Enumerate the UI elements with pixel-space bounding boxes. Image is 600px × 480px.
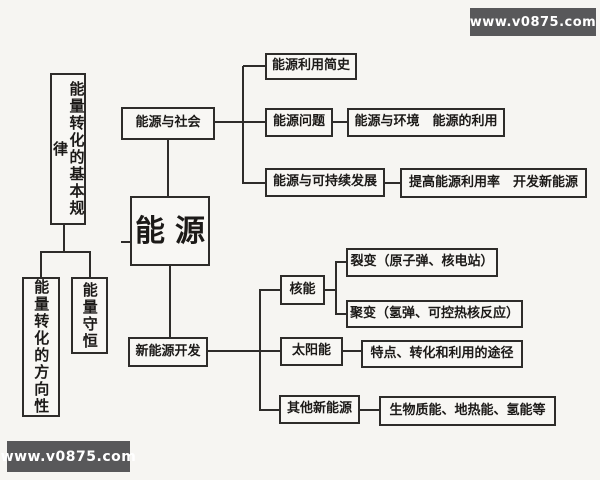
connector-line: [167, 140, 169, 196]
node-other-new-energy: 其他新能源: [279, 395, 360, 424]
node-energy-conservation: 能量守恒: [71, 277, 108, 354]
connector-line: [243, 65, 265, 67]
connector-line: [343, 350, 361, 352]
connector-line: [360, 409, 379, 411]
node-solar-energy: 太阳能: [280, 337, 343, 366]
connector-line: [259, 289, 280, 291]
node-energy-transformation-rule: 能量转化的基本规律: [50, 73, 86, 225]
connector-line: [325, 289, 336, 291]
node-energy-problems: 能源问题: [265, 108, 333, 137]
node-root-energy: 能源: [130, 196, 210, 266]
watermark-top-right: www.v0875.com: [470, 8, 596, 36]
node-nuclear-energy: 核能: [280, 275, 325, 305]
connector-line: [208, 350, 280, 352]
node-other-detail: 生物质能、地热能、氢能等: [379, 396, 556, 426]
connector-line: [335, 313, 346, 315]
connector-line: [335, 261, 337, 315]
node-sustainable-development: 能源与可持续发展: [265, 168, 385, 197]
node-fusion-detail: 聚变（氢弹、可控热核反应）: [346, 300, 523, 328]
connector-line: [215, 121, 265, 123]
connector-line: [259, 409, 279, 411]
node-directionality: 能量转化的方向性: [22, 277, 60, 417]
node-energy-problems-detail: 能源与环境 能源的利用: [347, 108, 505, 137]
node-fission-detail: 裂变（原子弹、核电站）: [346, 248, 498, 277]
watermark-bottom-left: www.v0875.com: [1, 441, 136, 472]
connector-line: [259, 289, 261, 411]
connector-line: [169, 266, 171, 337]
node-new-energy-development: 新能源开发: [128, 337, 208, 367]
node-solar-detail: 特点、转化和利用的途径: [361, 340, 523, 368]
connector-line: [385, 182, 400, 184]
connector-line: [40, 251, 91, 253]
node-energy-use-history: 能源利用简史: [265, 53, 357, 80]
connector-line: [333, 121, 347, 123]
node-energy-and-society: 能源与社会: [121, 107, 215, 140]
node-sustainable-detail: 提高能源利用率 开发新能源: [400, 168, 587, 198]
connector-line: [121, 241, 130, 243]
connector-line: [40, 251, 42, 277]
connector-line: [63, 225, 65, 252]
connector-line: [335, 261, 346, 263]
connector-line: [89, 251, 91, 277]
connector-line: [243, 182, 265, 184]
connector-line: [242, 66, 244, 184]
